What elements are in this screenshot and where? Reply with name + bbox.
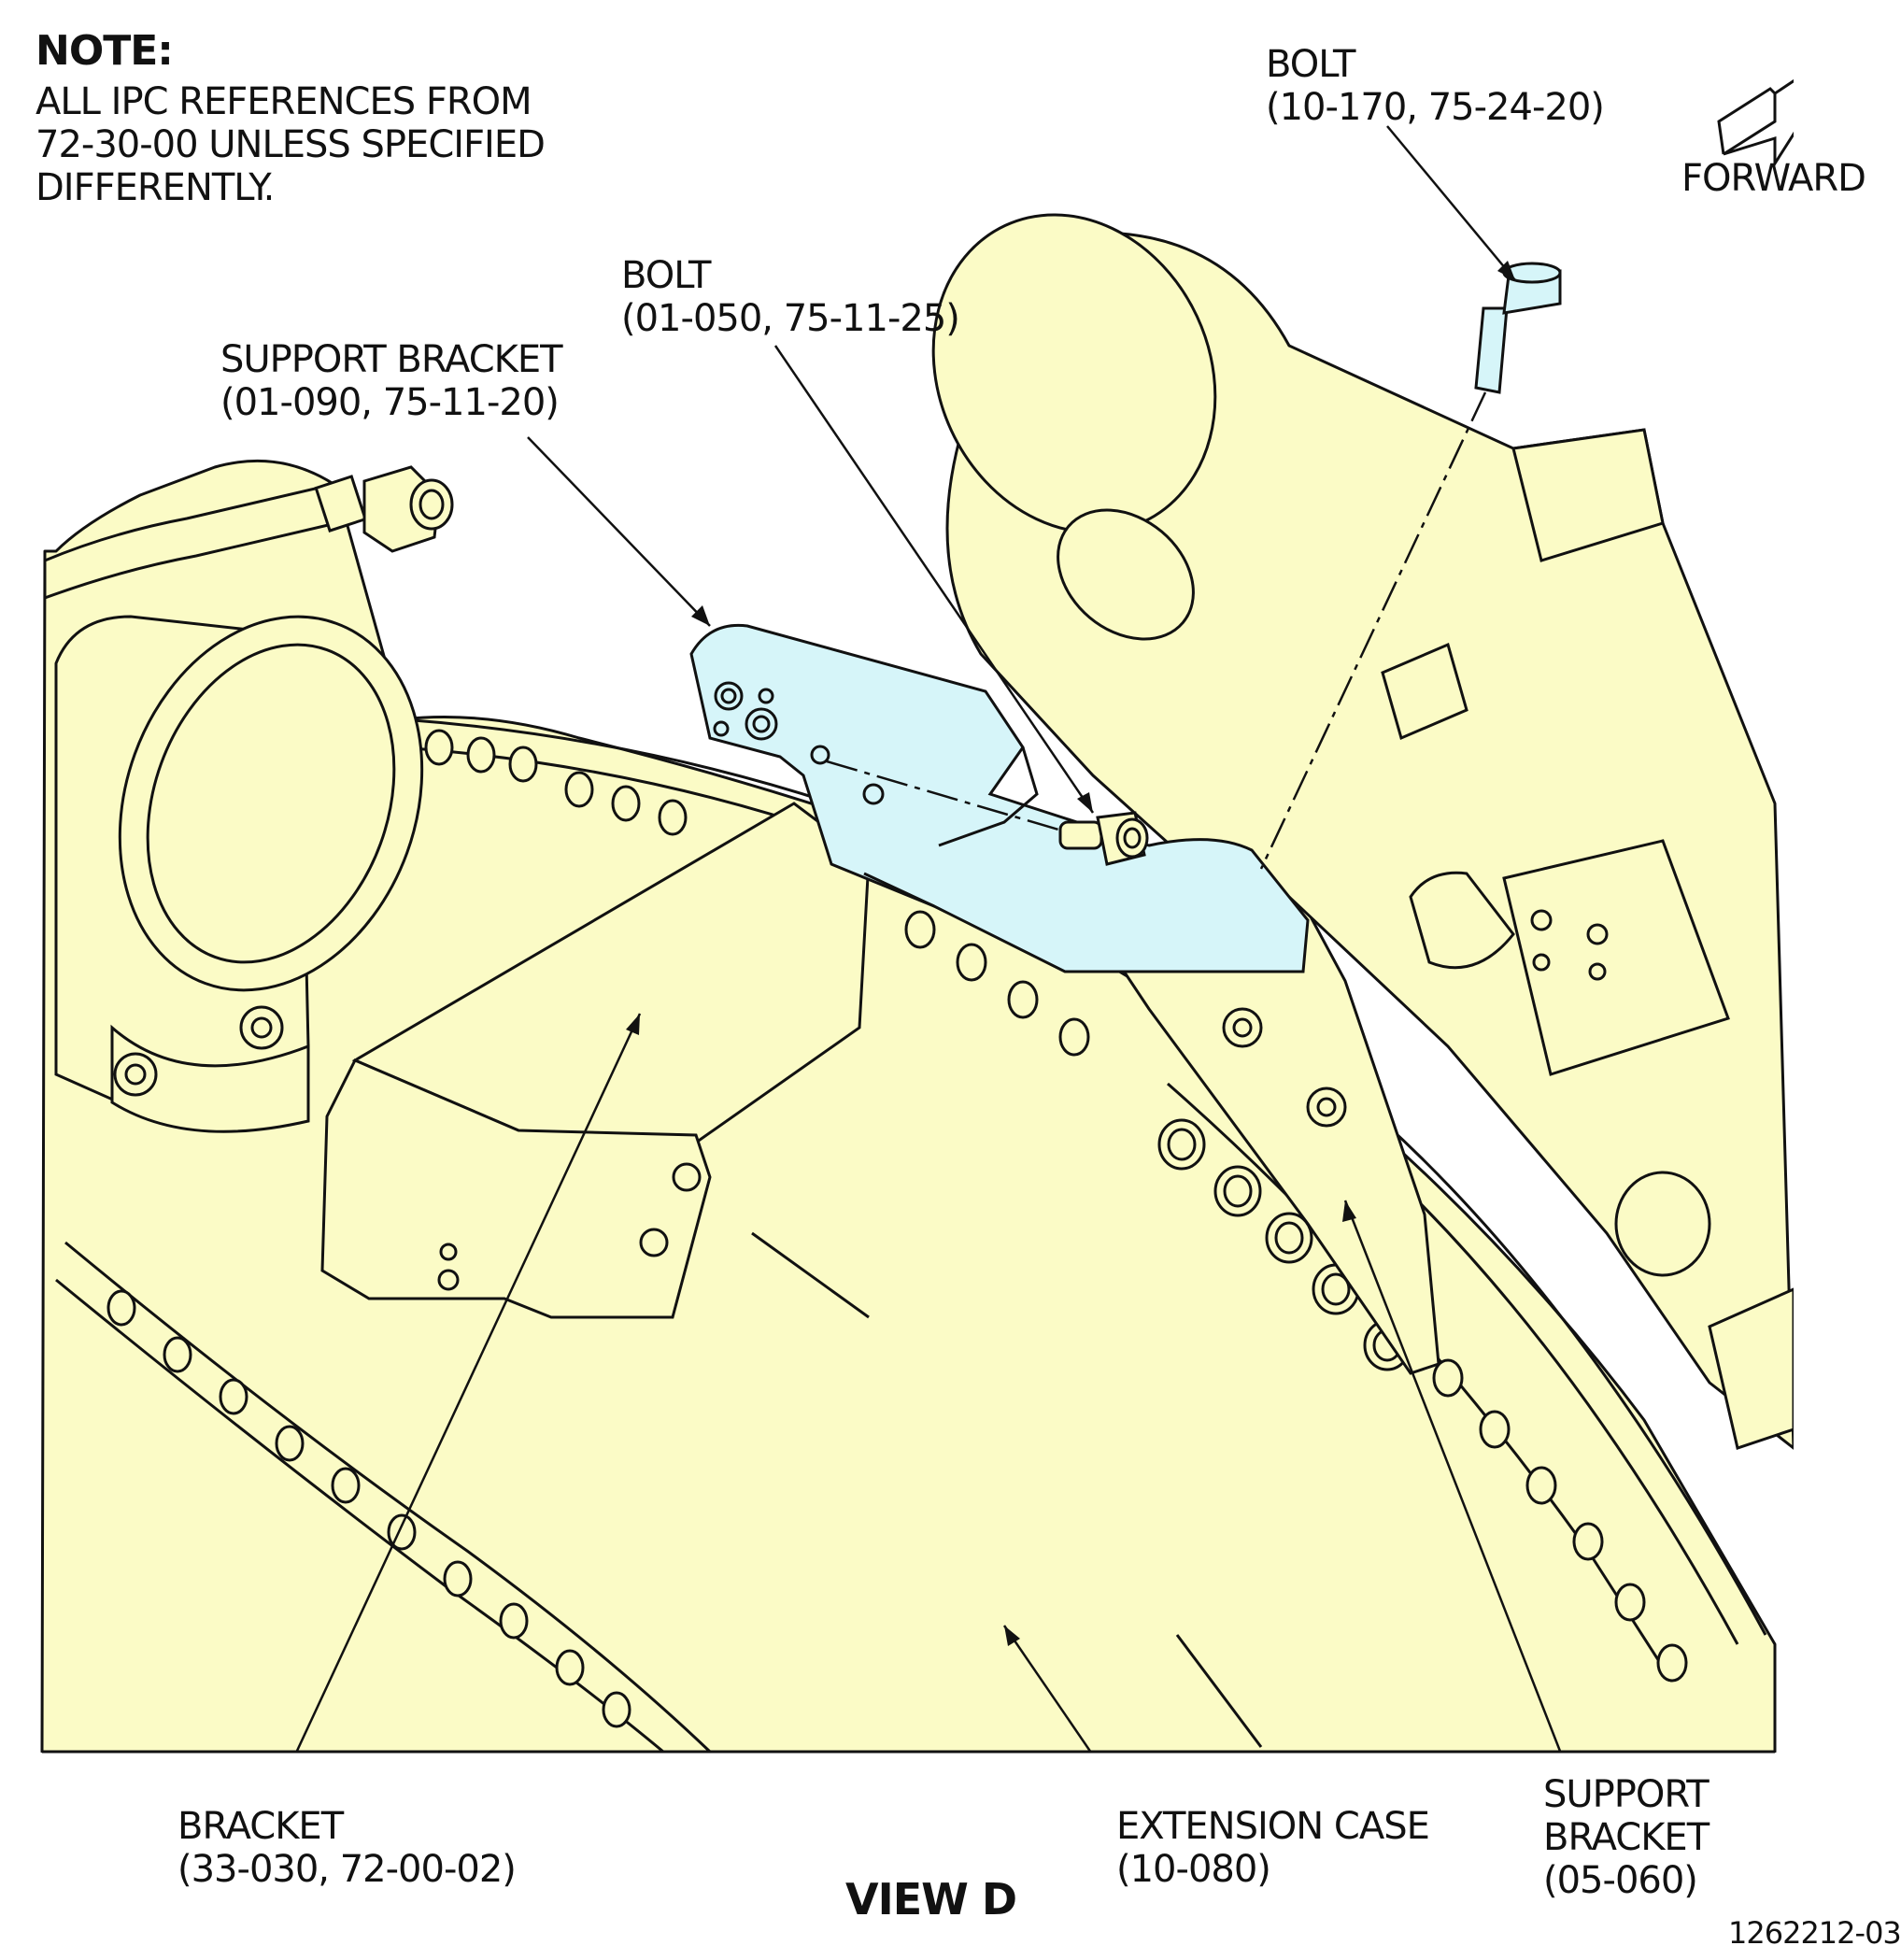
- support-bracket-01-090: [689, 623, 1310, 973]
- bracket-label: BRACKET: [177, 1805, 344, 1848]
- engine-mount: [931, 213, 1795, 1452]
- note-line-1: ALL IPC REFERENCES FROM: [35, 80, 532, 123]
- view-title: VIEW D: [845, 1874, 1017, 1924]
- support-bracket-highlighted-label: SUPPORT BRACKET: [220, 338, 563, 381]
- support-bracket-highlighted-ref: (01-090, 75-11-20): [220, 381, 560, 424]
- bolt-top-ref: (10-170, 75-24-20): [1266, 86, 1605, 129]
- bolt-10-170: [1474, 262, 1562, 394]
- bolt-mid-ref: (01-050, 75-11-25): [621, 297, 960, 340]
- bolt-top-label: BOLT: [1266, 43, 1355, 86]
- extension-case-label: EXTENSION CASE: [1116, 1805, 1430, 1848]
- support-bracket-lower-ref: (05-060): [1543, 1859, 1698, 1902]
- bracket-33-030: [320, 802, 871, 1319]
- note-line-3: DIFFERENTLY.: [35, 166, 275, 209]
- figure-id: 1262212-03: [1728, 1915, 1901, 1951]
- support-bracket-lower-line1: SUPPORT: [1543, 1773, 1709, 1816]
- note-title: NOTE:: [35, 27, 174, 75]
- leader-lines: [264, 125, 1571, 1818]
- leader-arrowheads: [626, 261, 1515, 1646]
- extension-case-ref: (10-080): [1116, 1848, 1271, 1891]
- bracket-ref: (33-030, 72-00-02): [177, 1848, 517, 1891]
- fluid-line-fitting: [43, 465, 454, 601]
- forward-label: FORWARD: [1681, 157, 1866, 200]
- bottom-margin: [0, 1753, 1889, 1960]
- support-bracket-lower-line2: BRACKET: [1543, 1816, 1709, 1859]
- flange-holes: [106, 729, 1688, 1728]
- right-margin: [1794, 0, 1889, 1960]
- bolt-mid-label: BOLT: [621, 254, 711, 297]
- port-flange: [54, 615, 424, 1133]
- installation-center-lines: [826, 391, 1487, 870]
- bolt-01-050: [1058, 811, 1149, 866]
- note-line-2: 72-30-00 UNLESS SPECIFIED: [35, 123, 546, 166]
